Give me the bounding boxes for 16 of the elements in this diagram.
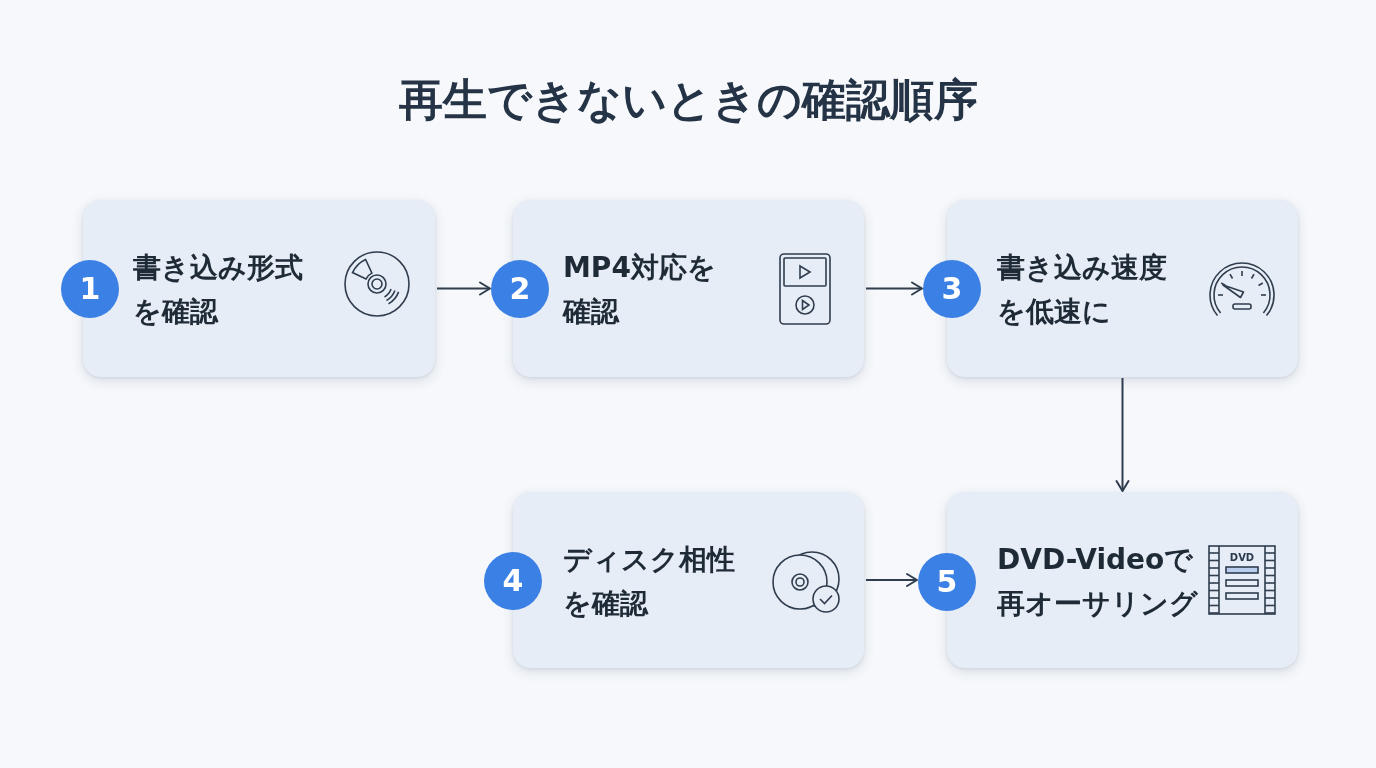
step-text: MP4対応を確認: [563, 250, 717, 330]
arrow: [1115, 377, 1130, 492]
step-text: DVD-Videoで再オーサリング: [997, 542, 1199, 622]
step-number-badge: 5: [918, 553, 976, 611]
step-text: 書き込み速度を低速に: [997, 250, 1168, 330]
step-number-badge: 1: [61, 260, 119, 318]
arrow: [865, 573, 918, 587]
step-number-badge: 4: [484, 552, 542, 610]
diagram-title: 再生できないときの確認順序: [398, 73, 978, 127]
arrow: [436, 281, 491, 296]
step-number-badge: 2: [491, 260, 549, 318]
step-text: ディスク相性を確認: [563, 542, 735, 622]
step-text: 書き込み形式を確認: [133, 250, 304, 330]
step-number-badge: 3: [923, 260, 981, 318]
icon-caption: DVD: [1229, 552, 1255, 564]
arrow: [865, 281, 923, 296]
